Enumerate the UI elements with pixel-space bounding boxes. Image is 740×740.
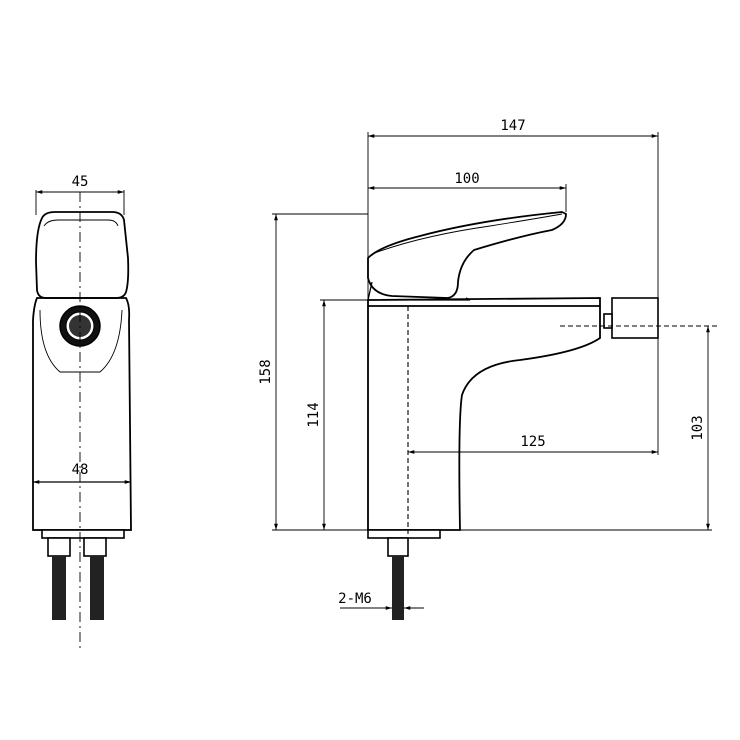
dim-body-height: 114: [306, 402, 322, 427]
lever-handle: [367, 211, 567, 299]
dim-width-base: 48: [72, 462, 89, 478]
dim-spout-reach: 125: [520, 434, 545, 450]
dim-handle-length: 100: [454, 171, 479, 187]
side-handle: [35, 211, 130, 299]
front-view: 147 100 158 114 125 103 2-M6: [258, 118, 718, 620]
dim-outlet-height: 103: [690, 415, 706, 440]
thread-spec: 2-M6: [338, 591, 372, 607]
side-view: 45 48: [32, 174, 132, 648]
bidet-outlet: [611, 297, 659, 339]
left-hose: [52, 556, 66, 620]
front-base: [367, 529, 441, 539]
side-mount-plate: [41, 529, 125, 539]
spout-top: [367, 297, 601, 307]
dim-overall-length: 147: [500, 118, 525, 134]
faucet-body: [367, 306, 601, 531]
dim-width-top: 45: [72, 174, 89, 190]
front-hose: [392, 556, 404, 620]
right-hose: [90, 556, 104, 620]
dim-overall-height: 158: [258, 359, 274, 384]
